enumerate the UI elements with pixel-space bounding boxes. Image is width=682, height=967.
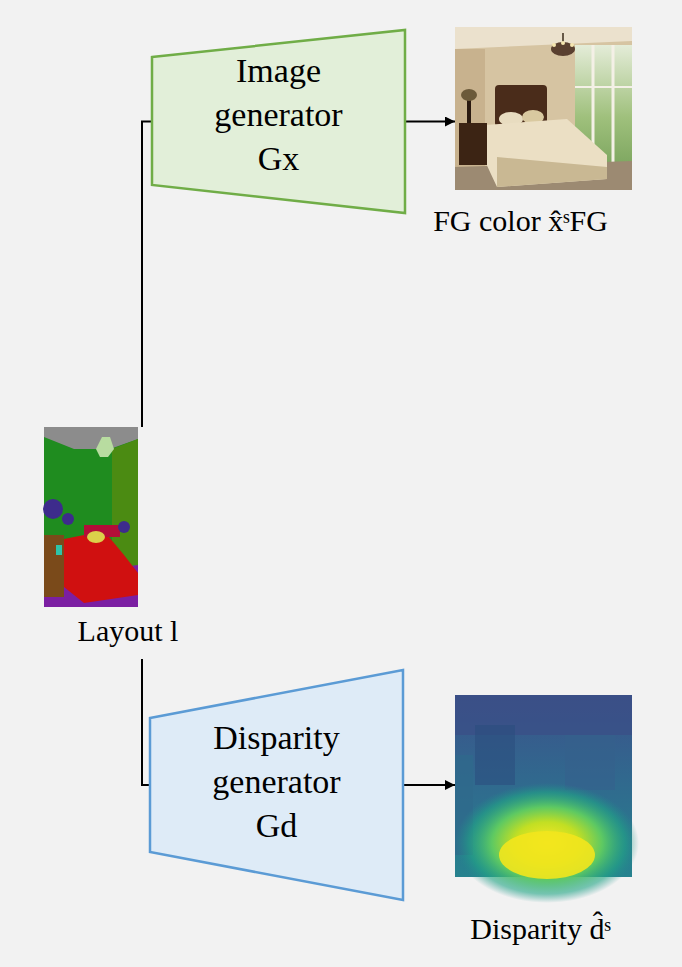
trapezoid-shape bbox=[150, 670, 403, 900]
image-caption: Disparity d̂ˢ bbox=[470, 911, 611, 947]
connector bbox=[142, 122, 152, 428]
image-panel: Disparity d̂ˢ bbox=[455, 695, 632, 877]
generator-block: Disparity generator Gd bbox=[150, 670, 403, 900]
connector bbox=[403, 784, 455, 786]
generator-block: Image generator Gx bbox=[152, 30, 405, 213]
connector bbox=[405, 121, 455, 123]
image-caption: Layout l bbox=[78, 613, 179, 649]
image-panel: Layout l bbox=[40, 427, 216, 659]
layout-image bbox=[43, 427, 138, 607]
fg-color-image bbox=[455, 27, 632, 190]
image-caption: FG color x̂ˢFG bbox=[433, 203, 608, 239]
block-label: Image generator Gx bbox=[196, 49, 361, 181]
text-holder: Disparity generator Gd bbox=[150, 670, 403, 900]
text-holder: Image generator Gx bbox=[152, 30, 405, 213]
disparity-image bbox=[455, 695, 639, 903]
block-label: Disparity generator Gd bbox=[194, 716, 359, 848]
image-panel: FG color x̂ˢFG bbox=[455, 27, 632, 190]
trapezoid-shape bbox=[152, 30, 405, 213]
